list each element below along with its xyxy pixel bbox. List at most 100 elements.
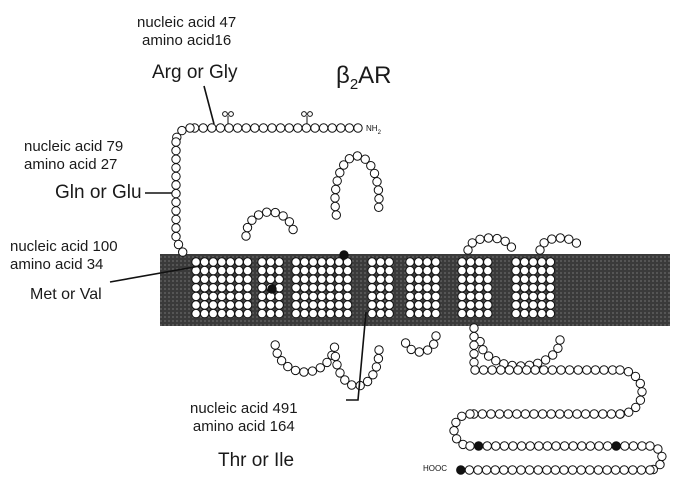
amino-acid-bead bbox=[384, 257, 394, 267]
amino-acid-bead bbox=[508, 441, 518, 451]
amino-acid-bead bbox=[373, 353, 384, 364]
amino-acid-bead bbox=[545, 283, 556, 293]
amino-acid-bead bbox=[483, 300, 493, 310]
amino-acid-bead bbox=[537, 265, 547, 276]
amino-acid-bead bbox=[225, 265, 236, 276]
amino-acid-bead bbox=[449, 426, 459, 436]
amino-acid-bead bbox=[225, 257, 236, 267]
amino-acid-bead bbox=[257, 300, 267, 310]
amino-acid-bead bbox=[274, 274, 284, 284]
amino-acid-bead bbox=[620, 441, 630, 451]
amino-acid-bead bbox=[525, 441, 535, 451]
amino-acid-bead bbox=[598, 409, 608, 419]
amino-acid-bead bbox=[208, 291, 218, 302]
amino-acid-bead bbox=[342, 283, 353, 293]
amino-acid-bead bbox=[470, 365, 480, 375]
amino-acid-bead bbox=[467, 238, 477, 248]
amino-acid-bead bbox=[225, 291, 236, 302]
amino-acid-bead bbox=[483, 233, 494, 243]
amino-acid-bead bbox=[234, 257, 244, 267]
amino-acid-bead bbox=[199, 274, 210, 284]
amino-acid-bead bbox=[372, 177, 382, 187]
amino-acid-bead bbox=[257, 291, 267, 302]
glycosylation-sites bbox=[222, 111, 313, 124]
amino-acid-bead bbox=[340, 375, 350, 385]
amino-acid-bead bbox=[291, 300, 301, 310]
amino-acid-bead bbox=[317, 300, 327, 310]
amino-acid-bead bbox=[474, 265, 484, 276]
amino-acid-bead bbox=[257, 274, 267, 284]
amino-acid-bead bbox=[342, 308, 353, 319]
residue-variant-3: Met or Val bbox=[30, 286, 102, 303]
amino-acid-bead bbox=[594, 441, 604, 451]
amino-acid-bead bbox=[477, 409, 488, 419]
amino-acid-bead bbox=[431, 257, 441, 267]
amino-acid-bead bbox=[217, 291, 227, 302]
amino-acid-bead bbox=[310, 123, 320, 133]
amino-acid-bead bbox=[413, 300, 424, 310]
amino-acid-bead bbox=[555, 335, 565, 345]
amino-acid-bead bbox=[535, 245, 545, 255]
polymorphism-label-2: nucleic acid 79 amino acid 27 bbox=[24, 138, 123, 174]
amino-acid-bead bbox=[191, 274, 201, 284]
amino-acid-bead bbox=[511, 257, 521, 267]
amino-acid-bead bbox=[208, 257, 218, 267]
amino-acid-bead bbox=[308, 283, 318, 293]
amino-acid-bead bbox=[375, 274, 386, 284]
amino-acid-bead bbox=[546, 409, 556, 419]
amino-acid-bead bbox=[334, 308, 344, 319]
polymorphic-residue bbox=[611, 441, 621, 451]
amino-acid-bead bbox=[342, 291, 353, 302]
amino-acid-bead bbox=[374, 345, 384, 355]
amino-acid-bead bbox=[413, 265, 424, 276]
amino-acid-bead bbox=[291, 265, 301, 276]
amino-acid-bead bbox=[490, 465, 500, 475]
amino-acid-bead bbox=[635, 395, 646, 405]
amino-acid-bead bbox=[208, 300, 218, 310]
amino-acid-bead bbox=[191, 283, 201, 293]
glycosylation-icon bbox=[222, 111, 234, 124]
amino-acid-bead bbox=[317, 283, 327, 293]
amino-acid-bead bbox=[275, 123, 286, 133]
amino-acid-bead bbox=[234, 274, 244, 284]
amino-acid-bead bbox=[171, 154, 181, 164]
amino-acid-bead bbox=[250, 123, 260, 133]
polymorphism-label-1: nucleic acid 47 amino acid16 bbox=[137, 14, 236, 50]
amino-acid-bead bbox=[336, 123, 346, 133]
amino-acid-bead bbox=[217, 265, 227, 276]
amino-acid-bead bbox=[582, 365, 592, 375]
amino-acid-bead bbox=[308, 308, 318, 319]
amino-acid-bead bbox=[199, 300, 210, 310]
amino-acid-bead bbox=[290, 365, 301, 376]
amino-acid-bead bbox=[602, 441, 613, 451]
amino-acid-bead bbox=[451, 434, 462, 444]
amino-acid-bead bbox=[367, 291, 377, 302]
amino-acid-bead bbox=[171, 223, 181, 233]
amino-acid-bead bbox=[257, 308, 267, 319]
amino-acid-bead bbox=[367, 274, 377, 284]
amino-acid-bead bbox=[344, 123, 355, 133]
residue-variant-4: Thr or Ile bbox=[218, 450, 295, 471]
amino-acid-bead bbox=[191, 308, 201, 319]
c-terminus-label: HOOC bbox=[423, 464, 447, 473]
amino-acid-bead bbox=[534, 441, 544, 451]
amino-acid-bead bbox=[491, 441, 501, 451]
amino-acid-bead bbox=[545, 257, 556, 267]
amino-acid-bead bbox=[624, 407, 634, 417]
amino-acid-bead bbox=[171, 171, 181, 182]
amino-acid-bead bbox=[384, 291, 394, 302]
residue-variant-2: Gln or Glu bbox=[55, 182, 142, 203]
amino-position: amino acid 34 bbox=[10, 256, 104, 273]
amino-acid-bead bbox=[330, 201, 340, 212]
amino-acid-bead bbox=[414, 347, 424, 357]
amino-acid-bead bbox=[519, 257, 530, 267]
amino-acid-bead bbox=[491, 356, 501, 366]
amino-acid-bead bbox=[366, 161, 376, 171]
amino-acid-bead bbox=[217, 274, 227, 284]
amino-acid-bead bbox=[330, 193, 340, 203]
amino-acid-bead bbox=[270, 207, 280, 218]
amino-acid-bead bbox=[457, 300, 467, 310]
amino-acid-bead bbox=[529, 409, 539, 419]
amino-acid-bead bbox=[234, 300, 244, 310]
